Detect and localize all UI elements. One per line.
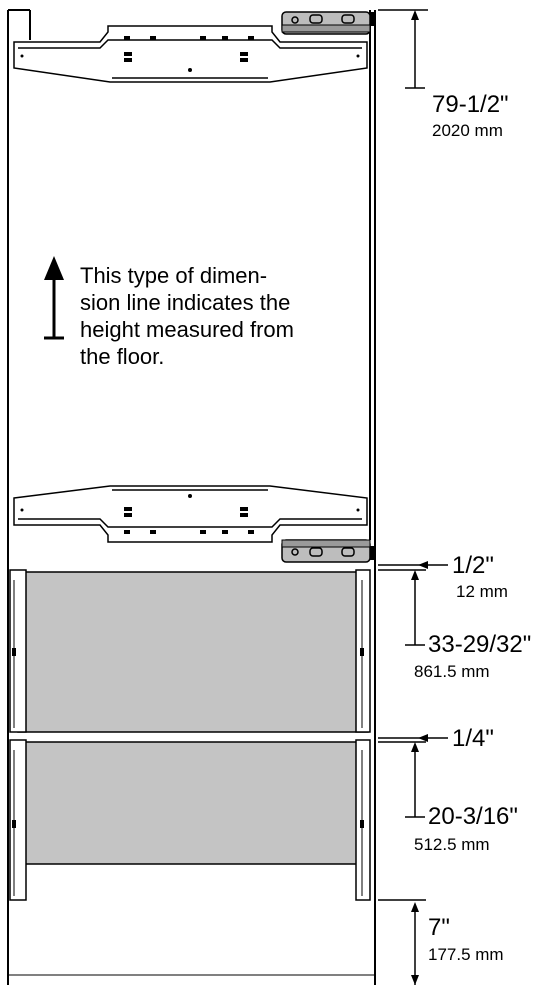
upper-gap-imperial-label: 1/2"	[452, 552, 494, 579]
lower-drawer-metric-label: 512.5 mm	[414, 835, 490, 854]
legend-note-line: This type of dimen-	[80, 263, 268, 288]
middle-gap-imperial-label: 1/4"	[452, 725, 494, 752]
dimension-line-lower-drawer	[378, 741, 426, 818]
bottom-mounting-bracket	[13, 485, 368, 543]
dimension-line-upper-gap	[378, 561, 448, 569]
top-hinge	[281, 11, 376, 35]
upper-drawer-metric-label: 861.5 mm	[414, 662, 490, 681]
top-mounting-bracket	[13, 25, 368, 83]
lower-drawer-imperial-label: 20-3/16"	[428, 803, 518, 830]
total-height-metric-label: 2020 mm	[432, 121, 503, 140]
legend-note-line: sion line indicates the	[80, 290, 291, 315]
upper-gap-metric-label: 12 mm	[456, 582, 508, 601]
dimension-line-total-height	[378, 9, 428, 89]
total-height-imperial-label: 79-1/2"	[432, 91, 509, 118]
dimension-line-toe-kick	[378, 899, 426, 985]
legend-note-line: height measured from	[80, 317, 294, 342]
legend-note-line: the floor.	[80, 344, 165, 369]
dimension-line-middle-gap	[378, 734, 448, 742]
toe-kick-metric-label: 177.5 mm	[428, 945, 504, 964]
toe-kick-imperial-label: 7"	[428, 914, 450, 941]
upper-drawer-panel	[9, 569, 371, 733]
cabinet-outline	[7, 9, 376, 985]
floor-height-arrow-icon	[44, 256, 64, 340]
dimension-legend-note: This type of dimen- sion line indicates …	[80, 262, 294, 370]
bottom-hinge	[281, 539, 376, 563]
lower-drawer-panel	[9, 739, 371, 901]
dimension-line-upper-drawer	[378, 569, 426, 646]
upper-drawer-imperial-label: 33-29/32"	[428, 631, 532, 658]
top-bracket-holes	[20, 36, 360, 72]
bottom-bracket-holes	[20, 494, 360, 534]
